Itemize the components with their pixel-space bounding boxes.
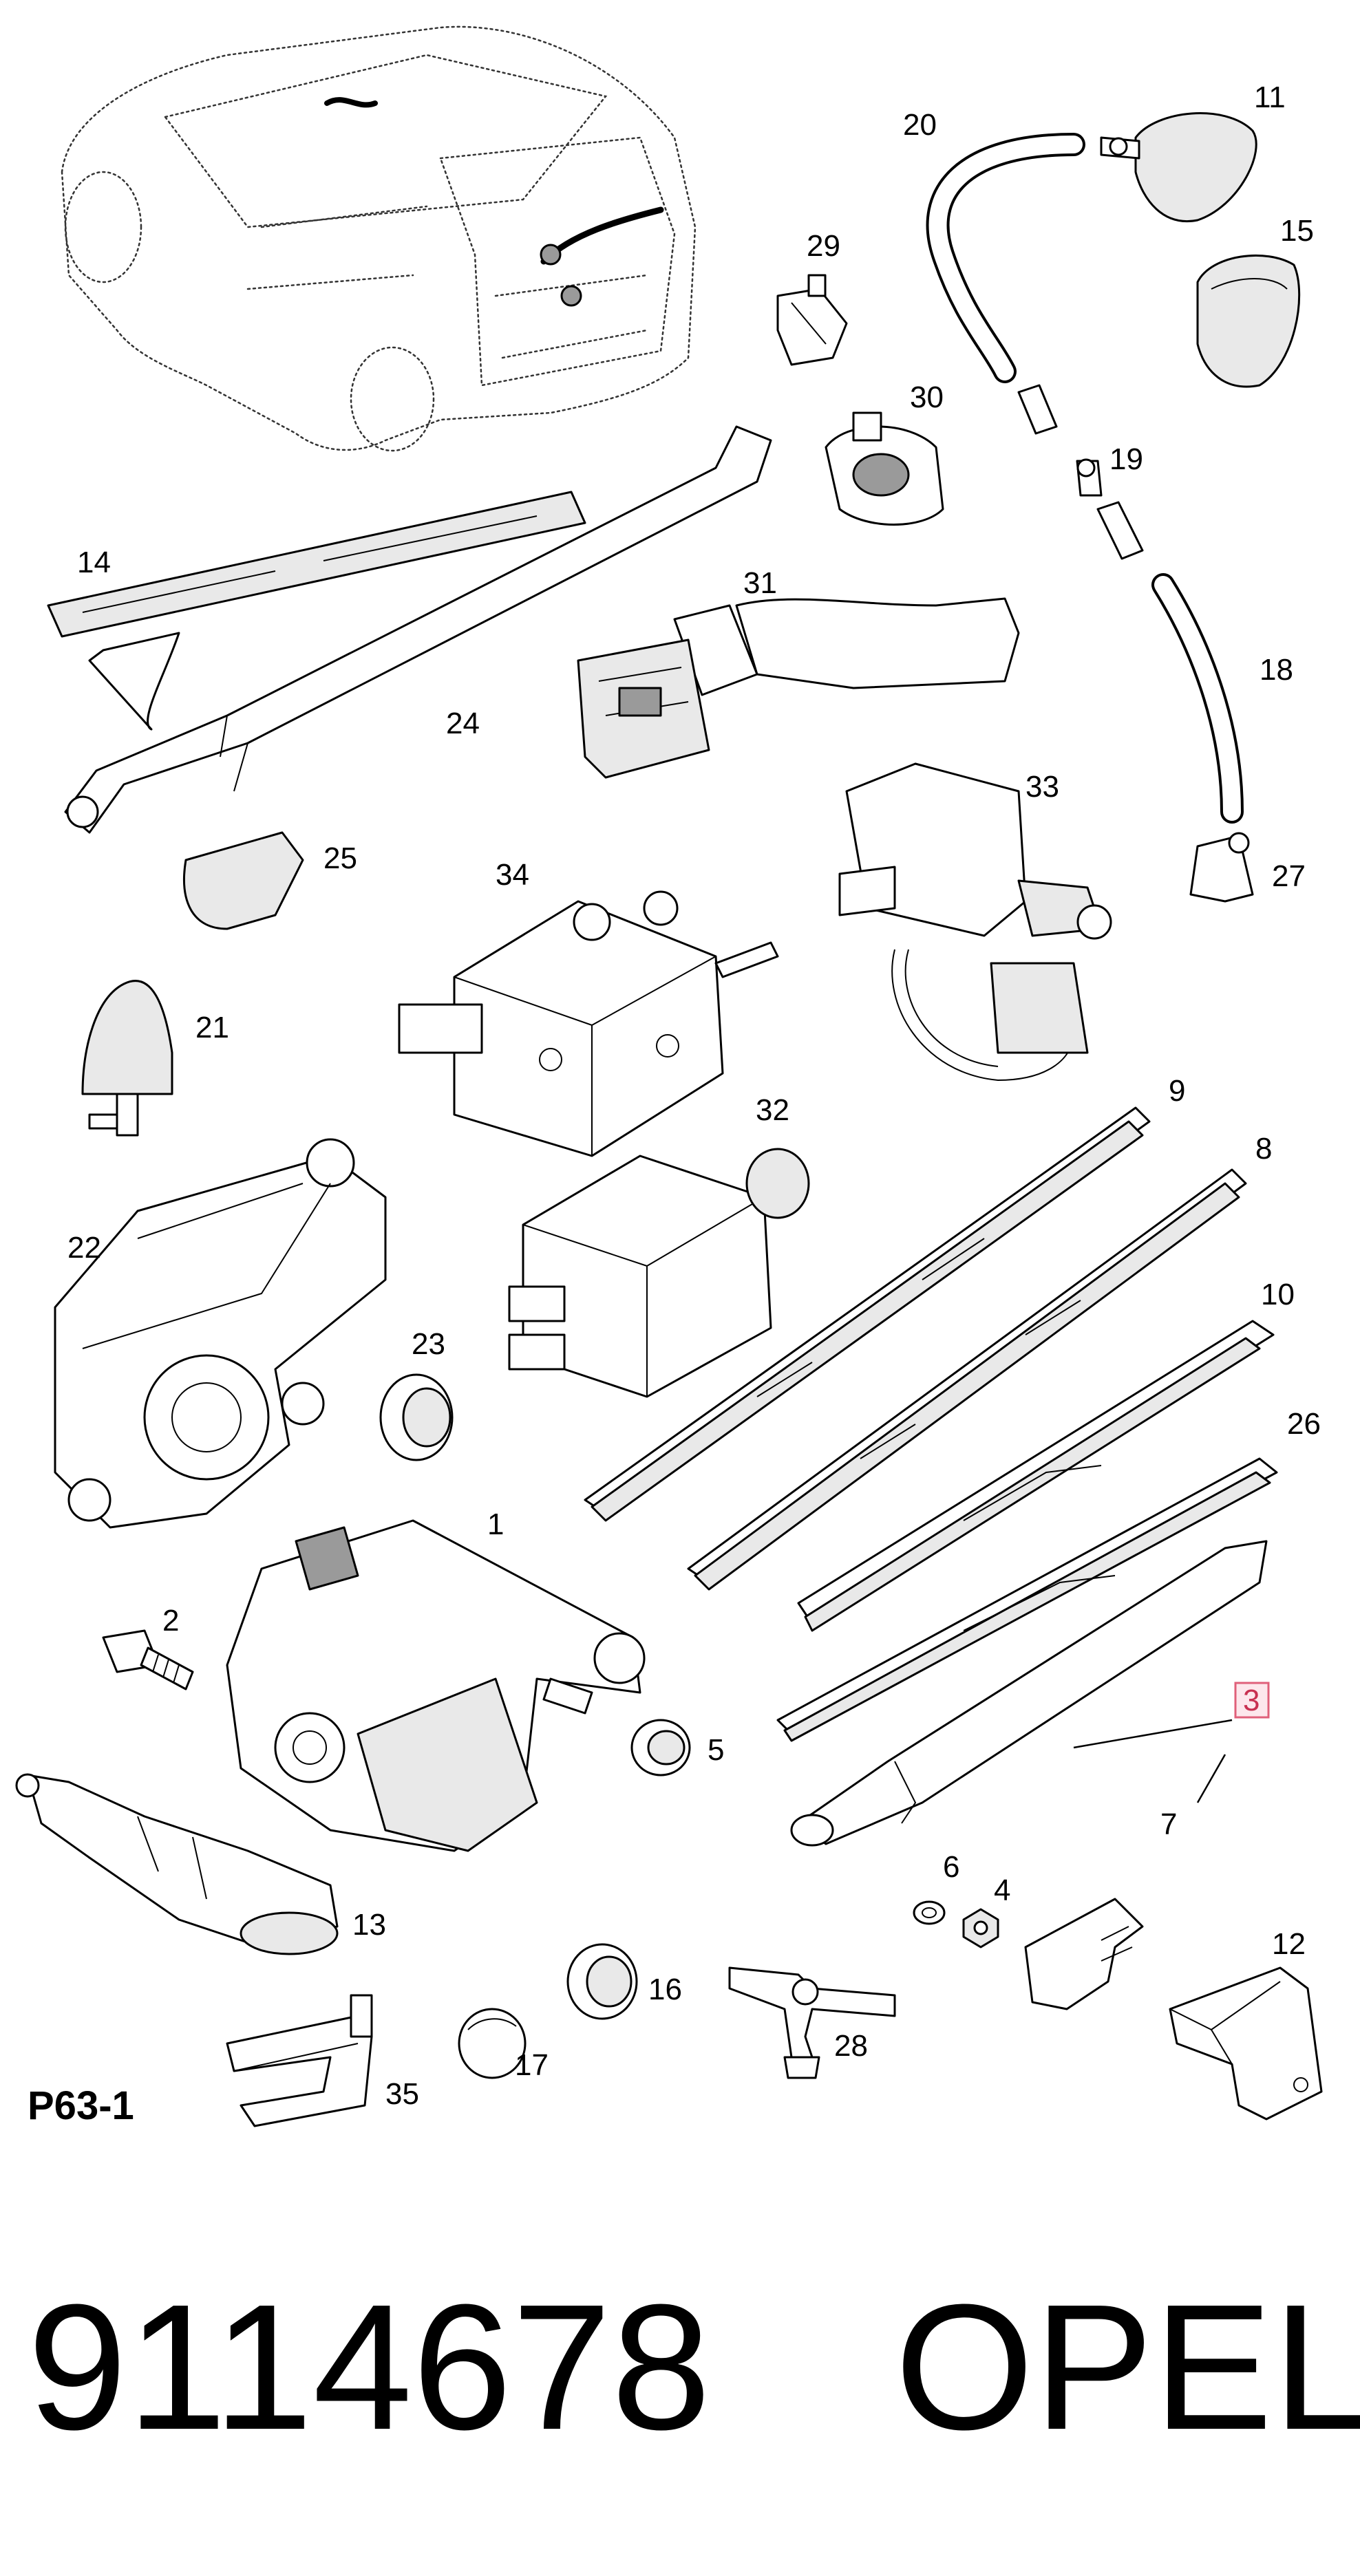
- callout-24: 24: [446, 707, 480, 740]
- part-12-bracket: [1169, 1966, 1323, 2121]
- part-35-bracket: [226, 1994, 373, 2127]
- callout-19: 19: [1109, 442, 1143, 476]
- callout-9: 9: [1169, 1074, 1185, 1108]
- callout-11: 11: [1254, 80, 1286, 114]
- part-15-nozzle-cover: [1196, 254, 1301, 388]
- callout-28: 28: [834, 2029, 868, 2063]
- part-34-actuator: [398, 890, 779, 1157]
- part-17-plug: [458, 2008, 527, 2079]
- part-30-holder: [825, 411, 944, 526]
- callout-26: 26: [1287, 1407, 1321, 1441]
- callout-12: 12: [1272, 1927, 1306, 1961]
- part-28-t-connector: [728, 1966, 896, 2079]
- callout-labels: 20 11 29 15 30 19 14 31 18 24 33 25 27 3…: [67, 80, 1321, 2111]
- callout-7: 7: [1160, 1807, 1177, 1841]
- part-8-wiper-blade: [687, 1168, 1247, 1591]
- part-11-nozzle: [1100, 112, 1257, 222]
- callout-13: 13: [352, 1908, 386, 1942]
- callout-20: 20: [903, 108, 937, 142]
- part-29-clip: [776, 274, 848, 366]
- callout-34: 34: [496, 858, 529, 892]
- part-31-switch: [577, 597, 1020, 779]
- part-27-elbow: [1189, 832, 1254, 903]
- part-number: 9114678: [28, 2268, 711, 2467]
- part-13-pump: [15, 1773, 339, 1955]
- callout-23: 23: [412, 1327, 445, 1361]
- car-illustration: [61, 25, 697, 452]
- callout-21: 21: [195, 1011, 229, 1044]
- part-33-actuator: [838, 762, 1112, 1082]
- part-16-grommet: [566, 1943, 638, 2020]
- part-10-wiper-blade: [797, 1320, 1275, 1632]
- callout-1: 1: [487, 1507, 504, 1541]
- callout-17: 17: [515, 2048, 549, 2082]
- callout-33: 33: [1026, 770, 1059, 804]
- callout-8: 8: [1255, 1132, 1272, 1166]
- part-19-connector: [1076, 458, 1144, 560]
- callout-32: 32: [756, 1093, 789, 1127]
- callout-5: 5: [708, 1733, 724, 1767]
- callout-2: 2: [162, 1604, 179, 1638]
- part-5-grommet: [630, 1719, 691, 1777]
- part-7-cap: [1024, 1898, 1144, 2010]
- callout-31: 31: [743, 566, 777, 600]
- part-3-rear-wiper-arm: [790, 1540, 1268, 1847]
- part-14-blade-strip: [47, 491, 586, 731]
- brand-name: OPEL: [895, 2268, 1360, 2467]
- callout-10: 10: [1261, 1278, 1295, 1311]
- part-4-nut: [962, 1908, 999, 1949]
- part-1-wiper-motor: [226, 1519, 646, 1852]
- callout-18: 18: [1260, 653, 1293, 687]
- callout-30: 30: [910, 380, 944, 414]
- part-18-hose: [1151, 573, 1244, 824]
- part-9-wiper-blade: [584, 1106, 1151, 1522]
- part-23-grommet: [379, 1373, 454, 1461]
- part-25-cap: [183, 831, 304, 930]
- callout-15: 15: [1280, 214, 1314, 248]
- callout-25: 25: [323, 841, 357, 875]
- callout-6: 6: [943, 1850, 959, 1884]
- callout-3: 3: [1243, 1684, 1260, 1717]
- part-32-actuator: [508, 1148, 810, 1398]
- leader-lines: [1073, 1719, 1233, 1803]
- car-wiper-highlight: [324, 97, 664, 307]
- part-2-bolt: [102, 1629, 194, 1690]
- callout-16: 16: [648, 1973, 682, 2006]
- callout-14: 14: [77, 546, 111, 579]
- part-26-wiper-blade: [776, 1457, 1278, 1742]
- part-20-hose: [926, 133, 1085, 435]
- callout-35: 35: [385, 2077, 419, 2111]
- callout-29: 29: [807, 229, 840, 263]
- part-21-bracket: [81, 980, 173, 1137]
- callout-22: 22: [67, 1231, 101, 1265]
- callout-3-highlight-box: [1234, 1682, 1270, 1719]
- callout-27: 27: [1272, 859, 1306, 893]
- part-22-motor: [54, 1138, 387, 1529]
- callout-4: 4: [994, 1874, 1010, 1907]
- part-6-washer: [913, 1900, 946, 1925]
- part-24-wiper-arm: [64, 425, 772, 834]
- diagram-reference-label: P63-1: [28, 2083, 134, 2128]
